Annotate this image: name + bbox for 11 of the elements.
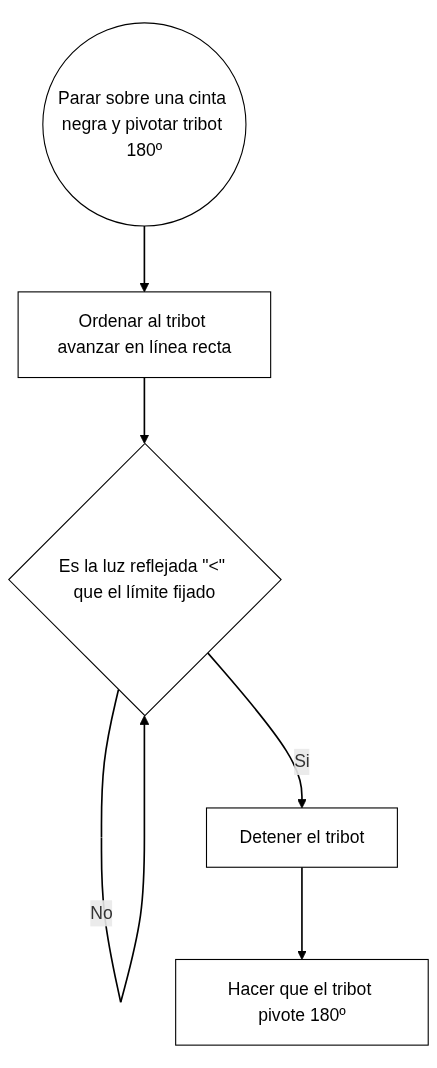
edge-label: No	[90, 903, 113, 923]
arrow	[139, 225, 150, 293]
node-box: Ordenar al tribot avanzar en línea recta	[17, 291, 272, 379]
node-box: Hacer que el tribot pivote 180º	[175, 958, 429, 1046]
arrow	[206, 651, 307, 809]
node-circle: Parar sobre una cinta negra y pivotar tribot 180º	[42, 22, 247, 227]
node-box: Detener el tribot	[205, 807, 398, 868]
arrow	[139, 376, 150, 444]
edge-label: Si	[294, 751, 310, 771]
arrow	[297, 866, 307, 960]
node-diamond: Es la luz reflejada "<" que el límite fijado	[8, 442, 282, 717]
